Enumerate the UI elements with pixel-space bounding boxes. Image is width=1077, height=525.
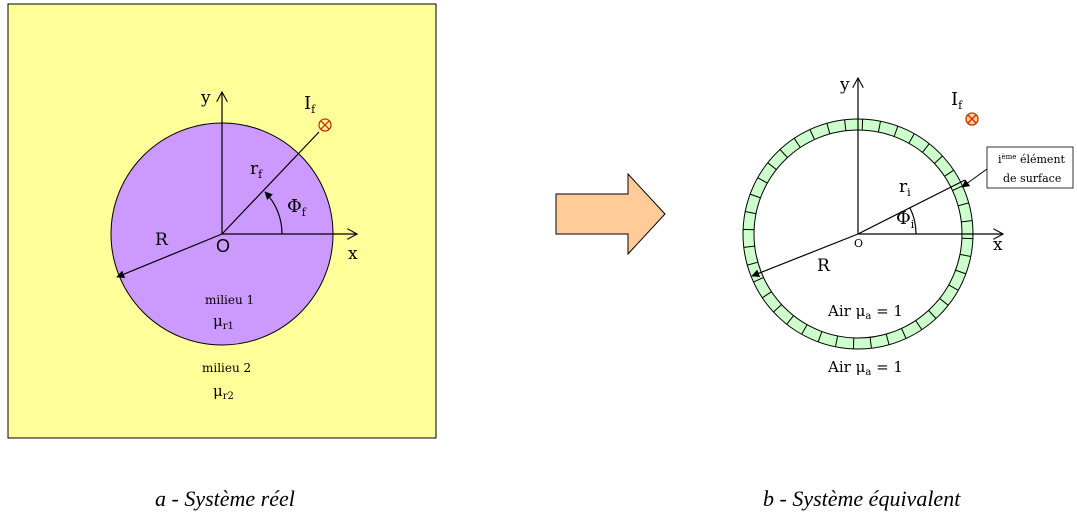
shell-tick: [844, 119, 847, 131]
shell-tick: [753, 277, 764, 283]
angle-arc: [264, 191, 283, 235]
shell-tick: [869, 337, 872, 349]
origin-label: O: [854, 237, 863, 250]
shell-tick: [952, 185, 963, 191]
medium1-name: milieu 1: [205, 293, 254, 307]
equivalent-system-panel: y x O R ri Φi If ième élément de surface…: [742, 75, 1074, 511]
shell-tick: [786, 315, 794, 325]
outer-air-label: Air μa = 1: [827, 358, 903, 378]
shell-tick: [809, 129, 815, 140]
shell-tick: [762, 291, 772, 299]
medium2-name: milieu 2: [202, 361, 251, 375]
y-axis-label: y: [839, 75, 850, 95]
shell-tick: [893, 125, 899, 137]
angle-arc: [909, 207, 917, 235]
shell-tick: [767, 162, 777, 170]
callout-line-2: de surface: [1003, 172, 1061, 185]
angle-label: Φf: [287, 196, 307, 219]
shell-tick: [743, 245, 755, 248]
shell-tick: [928, 310, 937, 319]
equivalent-system-caption: b - Système équivalent: [763, 486, 961, 511]
shell-tick: [773, 304, 782, 313]
radius-label: R: [155, 230, 169, 250]
shell-tick: [957, 202, 969, 207]
shell-tick: [749, 193, 761, 199]
shell-tick: [901, 328, 907, 339]
radius-arrow: [116, 233, 223, 278]
shell-tick: [955, 269, 967, 275]
shell-tick: [922, 143, 930, 153]
shell-tick: [801, 324, 808, 335]
current-label: If: [304, 93, 316, 116]
position-line: [857, 179, 966, 235]
shell-tick: [908, 133, 915, 144]
radius-label: R: [817, 256, 831, 276]
medium2-permeability: μr2: [213, 382, 234, 402]
real-system-panel: y x O R rf Φf If milieu 1 μr1 milieu 2 μ…: [7, 3, 437, 511]
shell-tick: [747, 261, 759, 266]
medium1-permeability: μr1: [213, 312, 234, 332]
origin-label: O: [216, 236, 230, 256]
shell-tick: [915, 320, 923, 330]
real-system-caption: a - Système réel: [155, 486, 295, 511]
shell-tick: [948, 284, 959, 291]
circled-x-icon: [965, 112, 979, 126]
shell-tick: [757, 177, 768, 184]
callout-line-1: ième élément: [998, 153, 1066, 166]
position-line: [221, 131, 320, 235]
x-axis-label: x: [348, 244, 358, 264]
shell-tick: [817, 331, 823, 343]
angle-label: Φi: [896, 208, 915, 231]
shell-tick: [779, 149, 788, 158]
shell-tick: [885, 333, 890, 345]
current-label: If: [951, 89, 963, 112]
radius-arrow: [751, 233, 859, 278]
x-axis-label: x: [993, 235, 1003, 255]
shell-tick: [745, 211, 757, 215]
circled-x-icon: [318, 118, 332, 132]
shell-tick: [826, 123, 831, 135]
shell-tick: [835, 335, 839, 347]
shell-tick: [944, 169, 954, 177]
shell-tick: [939, 298, 949, 306]
shell-tick: [877, 121, 881, 133]
inner-air-label: Air μa = 1: [827, 302, 903, 322]
block-arrow-right-icon: [555, 172, 666, 256]
position-label: ri: [899, 177, 911, 199]
shell-tick: [961, 220, 973, 223]
surface-element-callout: ième élément de surface: [961, 146, 1074, 189]
shell-tick: [793, 138, 801, 148]
shell-tick: [959, 253, 971, 257]
shell-tick: [934, 155, 943, 164]
y-axis-label: y: [200, 88, 211, 108]
position-label: rf: [250, 159, 263, 181]
